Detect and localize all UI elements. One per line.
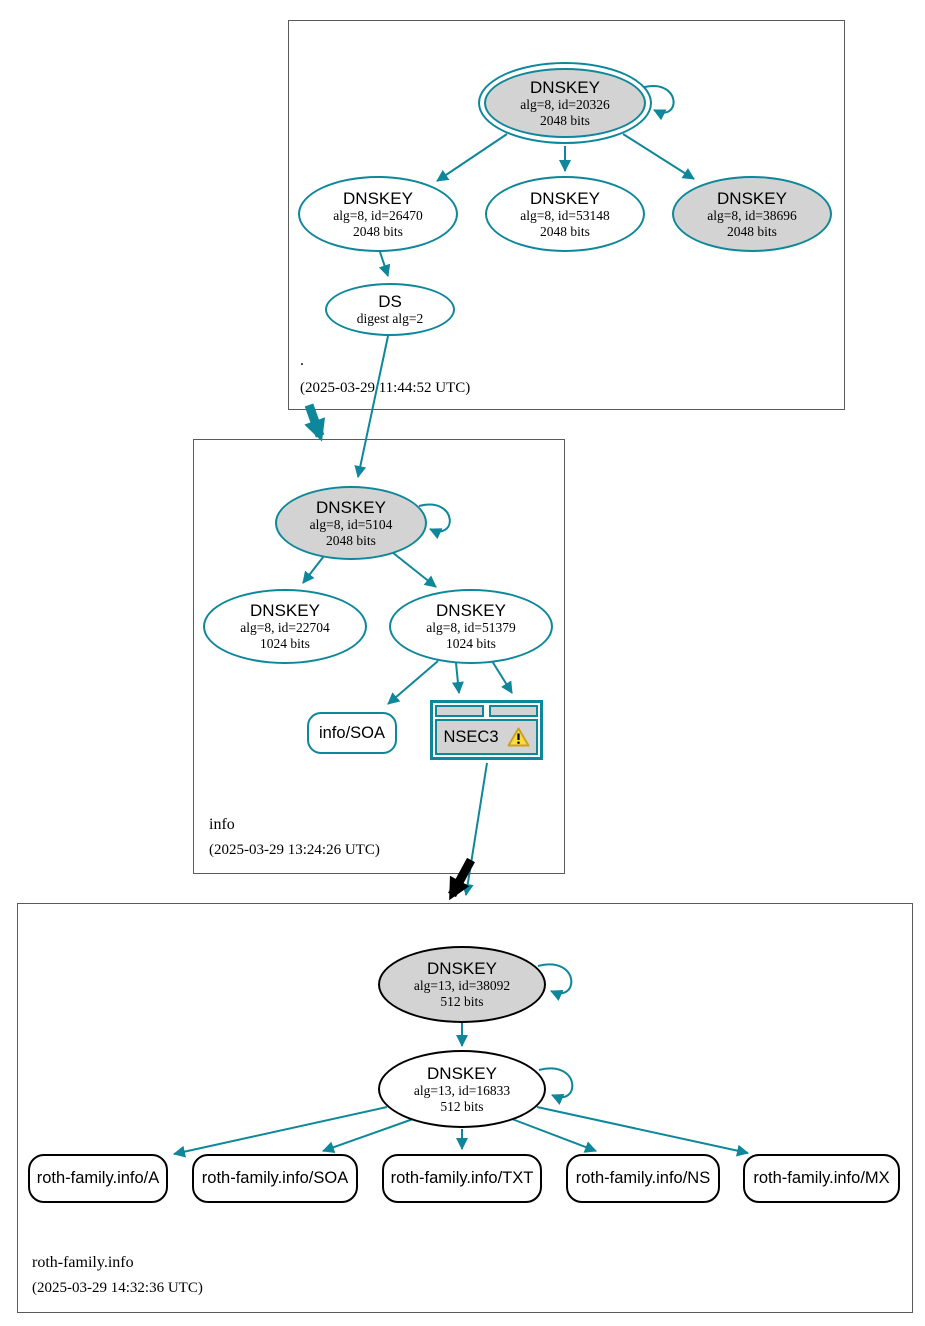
delegation-root-to-info [304,403,326,442]
node-alg: alg=8, id=53148 [520,207,610,223]
rrset-label: roth-family.info/SOA [201,1169,349,1187]
node-alg: alg=8, id=26470 [333,207,423,223]
nsec3-node: NSEC3 [430,700,543,760]
edge-16833-to-a [173,1106,388,1158]
edge-16833-to-soa [322,1118,414,1153]
zone-timestamp-info: (2025-03-29 13:24:26 UTC) [209,842,380,858]
rrset-roth-a: roth-family.info/A [28,1154,168,1203]
zone-label-roth-family: roth-family.info [32,1254,134,1271]
edge-51379-to-nsec3-b [491,660,513,694]
node-bits: 2048 bits [326,532,376,548]
dnskey-26470-node: DNSKEY alg=8, id=26470 2048 bits [298,176,458,252]
zone-box-roth-family [17,903,913,1313]
node-title: DNSKEY [436,601,506,621]
node-bits: 2048 bits [727,223,777,239]
zone-label-root: . [300,352,304,369]
node-alg: alg=8, id=5104 [309,516,393,532]
dnskey-53148-node: DNSKEY alg=8, id=53148 2048 bits [485,176,645,252]
node-bits: 512 bits [440,1098,484,1114]
dnskey-38696-node: DNSKEY alg=8, id=38696 2048 bits [672,176,832,252]
rrset-roth-soa: roth-family.info/SOA [192,1154,358,1203]
edge-ds-to-5104 [354,335,389,478]
dnskey-ksk-root-node: DNSKEY alg=8, id=20326 2048 bits [478,62,652,144]
rrset-label: roth-family.info/NS [575,1169,711,1187]
ksk-inner-ring [484,68,646,138]
rrset-roth-txt: roth-family.info/TXT [382,1154,542,1203]
rrset-roth-ns: roth-family.info/NS [566,1154,720,1203]
edge-ksk-to-26470 [436,133,508,182]
node-bits: 2048 bits [353,223,403,239]
self-loop-ksk-root [640,85,675,121]
self-loop-16833 [538,1067,574,1105]
node-bits: 512 bits [440,994,484,1010]
node-bits: 1024 bits [446,636,496,652]
dnskey-38092-node: DNSKEY alg=13, id=38092 512 bits [378,946,546,1023]
edge-5104-to-22704 [302,555,325,584]
node-title: DNSKEY [427,1063,497,1083]
self-loop-5104 [418,503,451,540]
ds-node: DS digest alg=2 [325,283,455,336]
nsec3-label: NSEC3 [443,727,499,746]
node-bits: 2048 bits [540,112,590,128]
rrset-roth-mx: roth-family.info/MX [743,1154,900,1203]
node-alg: alg=8, id=51379 [426,620,516,636]
node-title: DNSKEY [717,188,787,208]
node-title: DNSKEY [530,188,600,208]
dnskey-51379-node: DNSKEY alg=8, id=51379 1024 bits [389,589,553,664]
node-title: DNSKEY [530,77,600,97]
node-alg: alg=13, id=38092 [413,978,511,994]
dnskey-16833-node: DNSKEY alg=13, id=16833 512 bits [378,1050,546,1128]
edge-5104-to-51379 [391,551,437,588]
node-title: DNSKEY [427,959,497,979]
rrset-label: info/SOA [318,723,386,742]
rrset-info-soa: info/SOA [307,712,397,754]
node-title: DNSKEY [343,188,413,208]
self-loop-38092 [537,963,573,1001]
delegation-info-to-roth [448,857,475,901]
node-bits: 2048 bits [540,223,590,239]
node-alg: alg=8, id=22704 [240,620,330,636]
rrset-label: roth-family.info/TXT [390,1169,534,1187]
dnskey-22704-node: DNSKEY alg=8, id=22704 1024 bits [203,589,367,664]
edge-51379-to-soa [387,660,439,705]
zone-box-root [288,20,845,410]
rrset-label: roth-family.info/A [36,1169,160,1187]
edge-ksk-to-38696 [622,133,695,180]
node-bits: 1024 bits [260,636,310,652]
rrset-label: roth-family.info/MX [753,1169,890,1187]
edge-26470-to-ds [378,251,391,277]
node-alg: alg=8, id=38696 [707,207,797,223]
zone-label-info: info [209,816,235,833]
edge-51379-to-nsec3-a [451,662,464,694]
node-title: DNSKEY [250,601,320,621]
dnskey-5104-node: DNSKEY alg=8, id=5104 2048 bits [275,486,427,560]
node-alg: alg=13, id=16833 [413,1082,511,1098]
warning-icon [507,727,530,747]
nsec3-cell-left [435,705,484,717]
node-title: DNSKEY [316,497,386,517]
edge-16833-to-ns [511,1118,597,1153]
edge-16833-to-mx [536,1106,749,1157]
edge-nsec3-to-roth [461,762,488,896]
zone-timestamp-roth-family: (2025-03-29 14:32:36 UTC) [32,1280,203,1296]
node-title: DS [378,292,402,312]
node-digest: digest alg=2 [356,311,424,327]
zone-timestamp-root: (2025-03-29 11:44:52 UTC) [300,380,471,396]
nsec3-cell-right [489,705,538,717]
node-alg: alg=8, id=20326 [520,96,610,112]
zone-box-info [193,439,565,874]
